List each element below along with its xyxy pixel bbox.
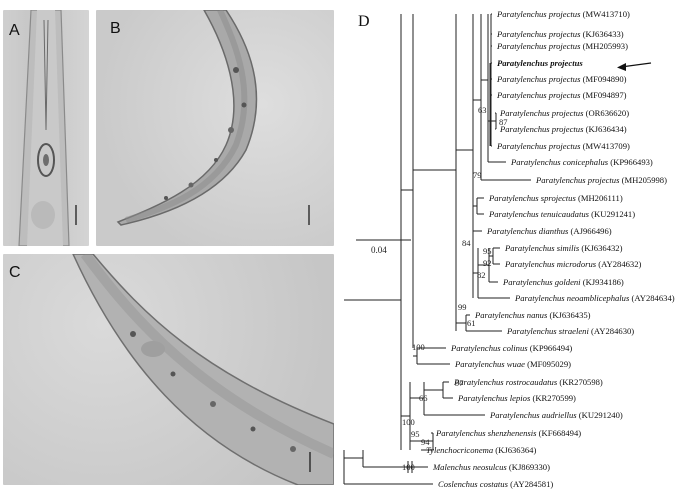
bootstrap-value: 99 [458, 302, 467, 312]
tree-leaf-label: Paratylenchus colinus (KP966494) [450, 343, 572, 353]
tree-leaf-label: Paratylenchus neoamblicephalus (AY284634… [514, 293, 675, 303]
tree-leaf-label: Paratylenchus straeleni (AY284630) [506, 326, 634, 336]
bootstrap-value: 97 [455, 378, 464, 388]
nematode-head-image [18, 10, 77, 246]
tree-leaf-label: Paratylenchus projectus [497, 58, 583, 68]
tree-branches [343, 13, 531, 485]
bootstrap-value: 87 [499, 117, 508, 127]
tree-leaf-label: Paratylenchus tenuicaudatus (KU291241) [488, 209, 635, 219]
panel-label-c: C [9, 264, 21, 281]
bootstrap-value: 79 [473, 170, 482, 180]
arrow-icon [617, 62, 652, 71]
tree-leaf-label: Paratylenchus sprojectus (MH206111) [488, 193, 623, 203]
tree-leaf-label: Paratylenchus goldeni (KJ934186) [502, 277, 624, 287]
nematode-body-image [72, 254, 334, 485]
bootstrap-value: 61 [467, 318, 476, 328]
bootstrap-value: 95 [411, 429, 420, 439]
micrograph-panel-a: A [3, 10, 89, 246]
micrograph-panel-b: B [96, 10, 334, 246]
tree-leaf-label: Coslenchus costatus (AY284581) [438, 479, 553, 489]
tree-leaf-label: Paratylenchus nanus (KJ636435) [474, 310, 591, 320]
bootstrap-value: 63 [478, 105, 487, 115]
tree-leaf-label: Paratylenchus wuae (MF095029) [454, 359, 571, 369]
phylogenetic-tree: D Paratylenchus projectus (MW413710)Para… [343, 9, 675, 489]
bootstrap-value: 95 [483, 246, 492, 256]
bootstrap-value: 82 [477, 270, 486, 280]
tree-leaf-label: Paratylenchus projectus (MH205998) [535, 175, 667, 185]
tree-leaf-label: Paratylenchus audriellus (KU291240) [489, 410, 623, 420]
bootstrap-value: 94 [421, 437, 430, 447]
bootstrap-value: 92 [483, 258, 492, 268]
nematode-tail-image [116, 10, 310, 226]
bootstrap-value: 100 [402, 462, 415, 472]
bootstrap-value: 100 [412, 342, 425, 352]
tree-leaf-label: Paratylenchus similis (KJ636432) [504, 243, 623, 253]
tree-leaf-label: Malenchus neosulcus (KJ869330) [432, 462, 550, 472]
tree-leaf-label: Paratylenchus projectus (KJ636433) [496, 29, 624, 39]
tree-leaf-label: Paratylenchus lepios (KR270599) [457, 393, 576, 403]
tree-leaf-label: Paratylenchus projectus (KJ636434) [499, 124, 627, 134]
tree-leaf-label: Paratylenchus projectus (MW413710) [496, 9, 630, 19]
tree-leaf-label: Paratylenchus shenzhenensis (KF668494) [435, 428, 581, 438]
tree-leaf-label: Paratylenchus projectus (MH205993) [496, 41, 628, 51]
scale-bar-label: 0.04 [371, 245, 387, 255]
tree-leaf-label: Paratylenchus dianthus (AJ966496) [486, 226, 612, 236]
bootstrap-value: 66 [419, 393, 428, 403]
micrograph-panel-c: C [3, 254, 334, 485]
bootstrap-value: 100 [402, 417, 415, 427]
panel-label-a: A [9, 22, 20, 39]
tree-leaf-label: Paratylenchus rostrocaudatus (KR270598) [453, 377, 603, 387]
panel-label-d: D [358, 13, 370, 30]
bootstrap-value: 84 [462, 238, 471, 248]
tree-leaf-label: Paratylenchus microdorus (AY284632) [504, 259, 642, 269]
tree-leaf-label: Tylenchocriconema (KJ636364) [426, 445, 536, 455]
tree-leaf-label: Paratylenchus projectus (MF094897) [496, 90, 627, 100]
panel-label-b: B [110, 20, 121, 37]
tree-leaf-label: Paratylenchus projectus (OR636620) [499, 108, 629, 118]
tree-leaf-label: Paratylenchus projectus (MF094890) [496, 74, 627, 84]
tree-leaf-label: Paratylenchus projectus (MW413709) [496, 141, 630, 151]
tree-leaf-labels: Paratylenchus projectus (MW413710) Paraty… [426, 9, 675, 489]
tree-leaf-label: Paratylenchus conicephаlus (KP966493) [510, 157, 653, 167]
